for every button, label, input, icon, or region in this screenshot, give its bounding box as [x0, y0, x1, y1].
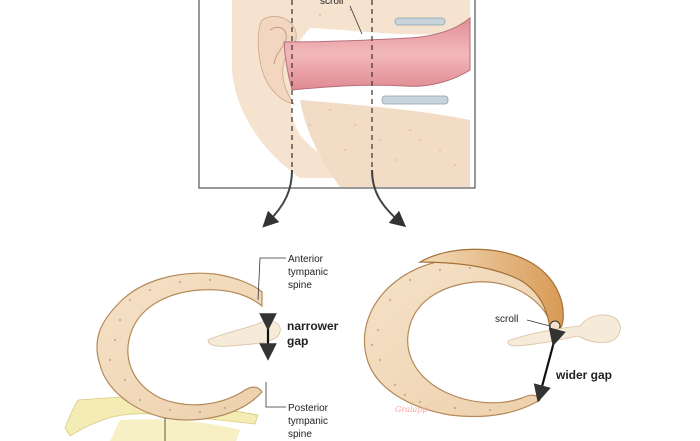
posterior-label-2: tympanic — [288, 416, 328, 427]
right-section: scroll wider gap Gralapp — [363, 248, 621, 418]
left-section: Anterior tympanic spine narrower gap Pos… — [64, 254, 339, 441]
arrow-to-left-section — [262, 169, 293, 228]
right-bone-dots — [371, 267, 491, 411]
top-scroll-leader — [349, 5, 363, 35]
anterior-label-1: Anterior — [288, 254, 324, 265]
top-inset: scroll — [198, 0, 476, 189]
posterior-spine-leader — [265, 382, 286, 408]
cartilage-lower — [110, 419, 240, 441]
lower-tissue — [300, 100, 470, 187]
left-malleus — [207, 320, 281, 347]
wider-gap-label: wider gap — [555, 368, 612, 382]
top-scroll-label: scroll — [320, 0, 343, 7]
wider-gap-arrow — [533, 327, 566, 403]
narrower-label-1: narrower — [287, 319, 339, 333]
tissue-dots — [309, 9, 456, 166]
right-scroll-label: scroll — [495, 314, 518, 325]
bone-plate-lower — [381, 95, 449, 105]
left-bone-ring — [96, 272, 263, 421]
anterior-label-2: tympanic — [288, 267, 328, 278]
arrow-to-right-section — [371, 169, 407, 228]
auricle-fold — [269, 26, 287, 65]
right-malleus — [507, 314, 621, 347]
artist-signature: Gralapp — [395, 405, 428, 414]
posterior-label-1: Posterior — [288, 403, 329, 414]
anterior-label-3: spine — [288, 280, 312, 291]
bone-plate-upper — [394, 17, 446, 26]
anterior-spine-leader — [257, 257, 286, 301]
posterior-label-3: spine — [288, 429, 312, 440]
right-scroll-leader — [526, 319, 551, 327]
left-bone-dots — [109, 279, 226, 413]
narrower-label-2: gap — [287, 334, 308, 348]
auricle — [257, 16, 297, 105]
